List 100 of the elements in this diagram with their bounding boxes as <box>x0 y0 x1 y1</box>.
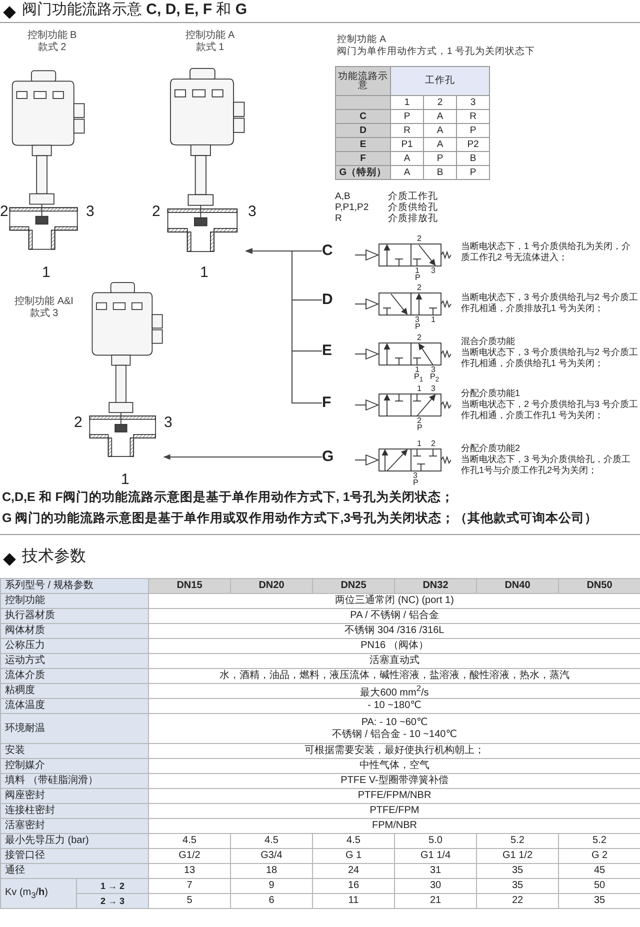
port-number: 3 <box>164 414 172 432</box>
port-number: 1 <box>200 264 208 282</box>
valve-caption: 控制功能 A&I 款式 3 <box>14 296 74 319</box>
table-cell: PA / 不锈钢 / 铝合金 <box>148 608 640 624</box>
table-cell: DN32 <box>394 578 476 594</box>
table-cell: 活塞直动式 <box>148 654 640 668</box>
table-cell: 控制功能 <box>0 594 148 608</box>
port-number: 3 <box>248 203 256 220</box>
port-code: P,P1,P2 <box>335 203 369 214</box>
function-description: 当断电状态下，2 号介质供给孔与3 号介质工作孔相通，介质工作孔1 号为关闭； <box>461 399 639 421</box>
table-cell: 公称压力 <box>0 638 148 654</box>
function-title: 混合介质功能 <box>461 336 516 347</box>
table-cell: A <box>424 138 456 152</box>
port-number: P <box>415 273 420 282</box>
table-cell: 安装 <box>0 744 148 759</box>
table-cell: R <box>456 110 490 124</box>
table-cell: 连接柱密封 <box>0 804 148 819</box>
table-cell: 活塞密封 <box>0 818 148 834</box>
note-text: G 阀门的功能流路示意图是基于单作用或双作用动作方式下,3号孔为关闭状态；（其他款式可询本公司） <box>2 511 598 526</box>
table-cell: 功能流路示意 <box>336 66 390 96</box>
table-cell: 系列型号 / 规格参数 <box>0 578 148 594</box>
table-cell: 35 <box>558 894 640 909</box>
arrow <box>245 248 322 404</box>
table-cell: 9 <box>230 878 312 894</box>
function-title: 分配介质功能1 <box>461 388 522 399</box>
function-description: 当断电状态下，1 号介质供给孔为关闭，介质工作孔2 号无流体进入； <box>461 241 632 263</box>
table-cell: 粘稠度 <box>0 684 148 699</box>
table-cell: 流体温度 <box>0 698 148 714</box>
cell-text-line: 不锈钢 / 铝合金 - 10 ~140℃ <box>332 729 457 741</box>
table-cell: 35 <box>476 864 558 879</box>
table-cell: G1 1/2 <box>476 848 558 864</box>
port-number: 1 <box>431 315 436 324</box>
table-cell: DN25 <box>312 578 394 594</box>
table-cell: 13 <box>148 864 230 879</box>
note-text: 控制功能 A <box>337 35 386 46</box>
table-cell: A <box>424 124 456 138</box>
table-cell: 环境耐温 <box>0 714 148 744</box>
port-number: 3 <box>431 384 436 393</box>
function-description: 当断电状态下，3 号为介质供给孔，介质工作孔1号与介质工作孔2号为关闭； <box>461 454 632 476</box>
table-cell: 运动方式 <box>0 654 148 668</box>
function-letter: F <box>322 394 332 412</box>
port-number: 2 <box>417 416 422 425</box>
port-number: P <box>413 478 418 487</box>
table-cell: G 1 <box>312 848 394 864</box>
note-text: C,D,E 和 F阀门的功能流路示意图是基于单作用动作方式下, 1号孔为关闭状态； <box>2 490 454 504</box>
function-description: 当断电状态下，3 号介质供给孔与2 号介质工作孔相通，介质排放孔1 号为关闭； <box>461 292 639 314</box>
port-number: 2 <box>74 414 82 432</box>
port-number: 2 <box>152 203 160 220</box>
table-cell: 4.5 <box>148 834 230 849</box>
table-cell: DN50 <box>558 578 640 594</box>
port-number: P <box>417 423 422 432</box>
table-cell: 2 → 3 <box>76 894 148 909</box>
port-number: 1 <box>415 266 420 275</box>
table-cell: P <box>456 166 490 180</box>
table-cell: 1 <box>390 96 424 110</box>
table-cell: 35 <box>476 878 558 894</box>
port-number: 2 <box>417 234 422 243</box>
table-cell: P <box>390 110 424 124</box>
table-cell: 工作孔 <box>390 66 490 96</box>
table-cell: 7 <box>148 878 230 894</box>
table-cell: 22 <box>476 894 558 909</box>
table-cell: 4.5 <box>312 834 394 849</box>
port-number: P$_{2}$ <box>430 372 440 385</box>
table-cell: PTFE V-型圈带弹簧补偿 <box>148 774 640 789</box>
valve-caption: 控制功能 B 款式 2 <box>26 30 78 53</box>
table-cell: DN15 <box>148 578 230 594</box>
cell-text-line: PA: - 10 ~60℃ <box>361 716 428 728</box>
table-cell: 可根据需要安装，最好使执行机构朝上； <box>148 744 640 759</box>
port-number: 3 <box>86 203 94 220</box>
page-title: 阀门功能流路示意 C, D, E, F 和 G <box>22 1 248 18</box>
table-cell: 5.2 <box>476 834 558 849</box>
table-cell: 水，酒精，油品，燃料，液压流体，碱性溶液，盐溶液，酸性溶液，热水，蒸汽 <box>148 668 640 684</box>
table-cell: 不锈钢 304 /316 /316L <box>148 624 640 638</box>
port-code: A,B <box>335 192 350 203</box>
function-letter: D <box>322 291 333 309</box>
table-cell: DN20 <box>230 578 312 594</box>
table-cell: 5 <box>148 894 230 909</box>
table-cell: F <box>336 152 390 166</box>
port-number: 1 <box>121 471 130 488</box>
port-number: 2 <box>0 203 8 220</box>
table-cell: E <box>336 138 390 152</box>
port-meaning: 介质排放孔 <box>388 214 438 225</box>
table-cell: B <box>456 152 490 166</box>
table-cell: 两位三通常闭 (NC) (port 1) <box>148 594 640 608</box>
table-cell: 16 <box>312 878 394 894</box>
table-cell: G 2 <box>558 848 640 864</box>
arrow <box>163 454 322 460</box>
port-number: 2 <box>431 439 436 448</box>
table-cell: P1 <box>390 138 424 152</box>
table-cell: D <box>336 124 390 138</box>
table-cell: 50 <box>558 878 640 894</box>
table-cell: 中性气体，空气 <box>148 758 640 774</box>
table-cell: 2 <box>424 96 456 110</box>
valve-caption: 控制功能 A 款式 1 <box>184 30 236 53</box>
table-cell: 阀体材质 <box>0 624 148 638</box>
port-number: 3 <box>413 471 418 480</box>
function-letter: G <box>322 448 334 466</box>
port-number: P <box>415 322 420 331</box>
table-cell: 30 <box>394 878 476 894</box>
table-cell: 通径 <box>0 864 148 879</box>
